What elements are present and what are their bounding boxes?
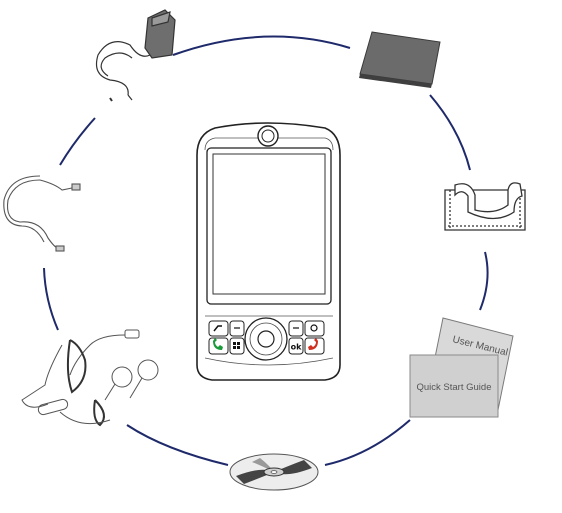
cd-icon — [230, 454, 318, 490]
usb-cable-icon — [4, 176, 80, 251]
nav-center-button — [258, 331, 274, 347]
ok-key-label: ok — [291, 343, 302, 352]
ring-arc-bottom-left — [127, 425, 228, 465]
call-key-top — [209, 321, 228, 336]
ac-adapter-icon — [97, 10, 176, 101]
ring-arc-right — [480, 252, 488, 310]
manual-icon: User Manual Quick Start Guide — [410, 318, 513, 417]
pda-icon: ok — [197, 123, 340, 380]
headset-icon — [22, 330, 158, 425]
quick-start-guide-label: Quick Start Guide — [417, 382, 492, 393]
ring-arc-bottom-right — [325, 420, 410, 465]
ring-arc-top-right — [430, 95, 470, 170]
ring-arc-left-upper — [60, 118, 95, 165]
camera-key — [305, 321, 324, 336]
ring-arc-left-lower — [44, 268, 58, 330]
ring-arc-top — [173, 37, 350, 55]
battery-icon — [359, 32, 440, 88]
pouch-icon — [445, 183, 525, 230]
call-key — [209, 338, 228, 354]
